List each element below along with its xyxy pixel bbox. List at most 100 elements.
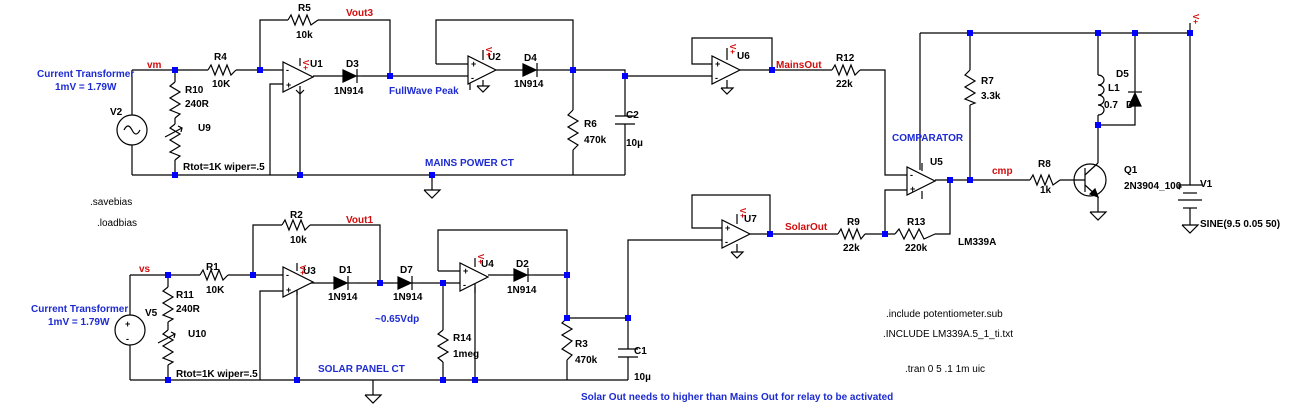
net-label-mainsout: MainsOut: [776, 60, 822, 71]
battery-V1: +: [1177, 182, 1202, 210]
supply-tag-U6: V+: [728, 44, 737, 54]
U2-name: U2: [488, 52, 501, 63]
directive-include-lm339: .INCLUDE LM339A.5_1_ti.txt: [883, 329, 1013, 340]
U10-name: U10: [188, 329, 207, 340]
sources: +- +: [114, 114, 1202, 346]
svg-text:+: +: [286, 80, 291, 90]
resistor-R14: [436, 329, 450, 363]
supply-tag-U4: V+: [476, 254, 485, 264]
D3-name: D3: [346, 59, 359, 70]
opamp-U3: -+: [282, 263, 315, 298]
R1-name: R1: [206, 262, 219, 273]
svg-text:-: -: [725, 237, 728, 247]
directive-savebias: .savebias: [90, 197, 132, 208]
supply-tag-U2: V+: [484, 47, 493, 57]
directive-loadbias: .loadbias: [97, 218, 137, 229]
resistor-R2: [281, 218, 311, 232]
ct-label-bottom-1: Current Transformer: [31, 304, 128, 315]
U5-model: LM339A: [958, 237, 996, 248]
diodes: [330, 63, 1142, 290]
svg-text:-: -: [286, 270, 289, 280]
R5-value: 10k: [296, 30, 313, 41]
top-wires: [131, 19, 907, 190]
diode-D5: [1128, 90, 1142, 110]
R6-value: 470k: [584, 135, 607, 146]
R9-name: R9: [847, 217, 860, 228]
D1-name: D1: [339, 265, 352, 276]
svg-text:-: -: [715, 73, 718, 83]
ct-label-top-1: Current Transformer: [37, 69, 134, 80]
R12-name: R12: [836, 53, 855, 64]
bottom-wires: [129, 180, 951, 395]
R2-name: R2: [290, 210, 303, 221]
ct-label-top-2: 1mV = 1.79W: [55, 82, 117, 93]
R2-value: 10k: [290, 235, 307, 246]
R11-name: R11: [176, 290, 194, 301]
grounds: [364, 189, 1200, 404]
svg-text:-: -: [126, 334, 129, 344]
U4-name: U4: [481, 259, 494, 270]
capacitor-C2: [615, 110, 635, 130]
Q1-name: Q1: [1124, 165, 1138, 176]
U1-name: U1: [310, 59, 323, 70]
supply-tag-V1: V+: [1191, 14, 1200, 24]
U6-name: U6: [737, 51, 750, 62]
diode-D2: [510, 268, 535, 282]
resistor-R6: [566, 109, 580, 151]
R4-name: R4: [214, 52, 227, 63]
comparator-label: COMPARATOR: [892, 133, 964, 144]
resistor-R5: [287, 13, 319, 27]
R8-name: R8: [1038, 159, 1051, 170]
D7-model: 1N914: [393, 292, 423, 303]
L1-name: L1: [1108, 83, 1120, 94]
ground-top: [423, 189, 442, 199]
net-label-vs: vs: [139, 264, 151, 275]
potentiometer-U9: [168, 123, 182, 161]
svg-text:+: +: [715, 59, 720, 69]
resistor-R13: [894, 227, 936, 241]
capacitors: [615, 110, 638, 360]
R8-value: 1k: [1040, 185, 1052, 196]
R4-value: 10K: [212, 79, 231, 90]
svg-text:+: +: [125, 319, 130, 329]
solar-panel-ct-label: SOLAR PANEL CT: [318, 364, 405, 375]
mains-power-ct-label: MAINS POWER CT: [425, 158, 514, 169]
R10-name: R10: [185, 85, 204, 96]
D5-name: D5: [1116, 69, 1129, 80]
svg-text:-: -: [471, 73, 474, 83]
resistor-R3: [560, 317, 574, 361]
opamps: -+ +- +- -+ +- +- -+: [282, 48, 937, 298]
opamp-U4: +-: [459, 258, 490, 293]
potentiometer-U10: [161, 329, 175, 366]
net-label-vout3: Vout3: [346, 8, 373, 19]
D4-model: 1N914: [514, 79, 544, 90]
R14-value: 1meg: [453, 349, 479, 360]
diode-D1: [330, 276, 357, 290]
right-wires: [919, 23, 1191, 225]
svg-text:+: +: [463, 266, 468, 276]
R7-name: R7: [981, 76, 994, 87]
opamp-U7: +-: [721, 214, 752, 259]
supply-tag-U7: V+: [738, 208, 747, 218]
inductor-L1: [1097, 74, 1105, 116]
directive-include-pot: .include potentiometer.sub: [886, 309, 1003, 320]
R12-value: 22k: [836, 79, 853, 90]
ground-bottom: [364, 394, 383, 404]
diode-D7: [393, 276, 420, 290]
U7-name: U7: [744, 214, 757, 225]
junction-dots: [165, 30, 1193, 383]
resistors: [157, 13, 1061, 366]
net-label-solarout: SolarOut: [785, 222, 828, 233]
net-label-vout1: Vout1: [346, 215, 373, 226]
R6-name: R6: [584, 119, 597, 130]
opamp-U2: +-: [467, 50, 498, 93]
U5-name: U5: [930, 157, 943, 168]
C1-value: 10µ: [634, 372, 651, 383]
svg-text:-: -: [463, 280, 466, 290]
opamp-U5: -+: [906, 163, 937, 199]
capacitor-C1: [618, 345, 638, 360]
transistor-Q1: [1073, 162, 1107, 199]
svg-text:-: -: [910, 170, 913, 180]
ground-Q1: [1089, 211, 1108, 221]
